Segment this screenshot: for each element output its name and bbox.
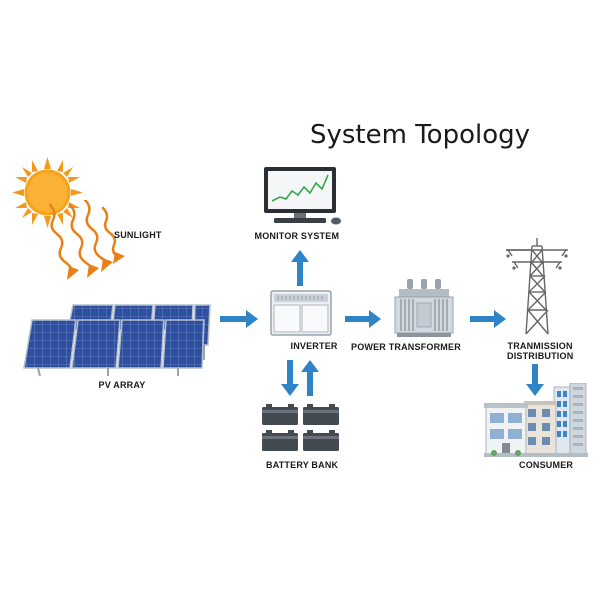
sun-icon bbox=[10, 155, 85, 230]
diagram-title: System Topology bbox=[309, 120, 531, 150]
pv-array-label: PV ARRAY bbox=[98, 380, 146, 390]
consumer-buildings-icon bbox=[484, 383, 589, 459]
arrow-pv-to-inverter bbox=[220, 310, 258, 328]
transmission-tower-icon bbox=[502, 236, 572, 336]
sun-ray-arrows bbox=[45, 200, 130, 295]
sunlight-label: SUNLIGHT bbox=[114, 230, 162, 240]
arrow-transformer-to-transmission bbox=[470, 310, 506, 328]
inverter-icon bbox=[270, 290, 332, 336]
arrow-inverter-to-transformer bbox=[345, 310, 381, 328]
arrow-battery-to-inverter bbox=[301, 360, 319, 396]
inverter-label: INVERTER bbox=[290, 341, 338, 351]
arrow-inverter-to-monitor bbox=[291, 250, 309, 286]
battery-bank-icon bbox=[260, 402, 342, 454]
consumer-label: CONSUMER bbox=[519, 460, 574, 470]
battery-bank-label: BATTERY BANK bbox=[266, 460, 339, 470]
pv-array-icon bbox=[18, 300, 218, 380]
arrow-transmission-to-consumer bbox=[526, 364, 544, 396]
transmission-label: TRANMISSION bbox=[507, 341, 573, 351]
power-transformer-icon bbox=[393, 277, 455, 339]
distribution-label: DISTRIBUTION bbox=[507, 351, 574, 361]
monitor-system-label: MONITOR SYSTEM bbox=[254, 231, 340, 241]
power-transformer-label: POWER TRANSFORMER bbox=[351, 342, 461, 352]
monitor-system-icon bbox=[262, 165, 347, 227]
arrow-inverter-to-battery bbox=[281, 360, 299, 396]
